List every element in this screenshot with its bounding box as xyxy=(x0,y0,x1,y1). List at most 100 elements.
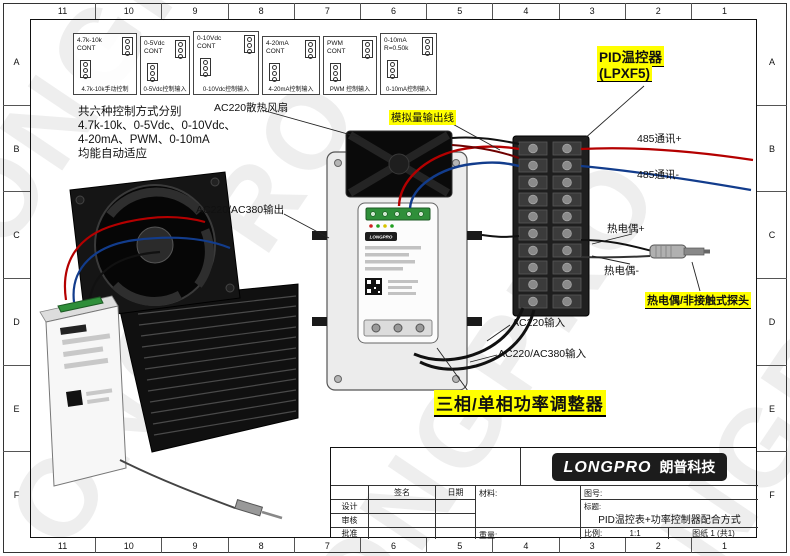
ruler-number: 10 xyxy=(96,538,163,553)
ruler-letter: E xyxy=(3,366,30,453)
control-method-caption: 0-5Vdc控制输入 xyxy=(143,87,187,93)
ruler-letter: D xyxy=(757,279,787,366)
terminal-connector-icon xyxy=(269,63,280,82)
ruler-number: 10 xyxy=(96,3,163,19)
terminal-connector-icon xyxy=(147,63,158,82)
weight-cell: 重量: xyxy=(476,528,581,540)
date-cell xyxy=(436,514,476,528)
ruler-number: 5 xyxy=(427,538,494,553)
title-block-empty-cell xyxy=(331,448,521,486)
ruler-letter: E xyxy=(757,366,787,453)
control-method-caption: 4.7k-10k手动控制 xyxy=(81,87,129,93)
ruler-number: 9 xyxy=(162,3,229,19)
ruler-number: 3 xyxy=(560,3,626,19)
sheet-cell: 图纸 1 (共1) xyxy=(692,529,735,538)
ruler-letter: B xyxy=(3,106,30,193)
title-cell: 标题: PID温控表+功率控制器配合方式 xyxy=(581,500,758,528)
ruler-letter: C xyxy=(757,192,787,280)
terminal-connector-icon xyxy=(122,37,133,56)
date-cell xyxy=(436,528,476,539)
label-probe: 热电偶/非接触式探头 xyxy=(645,292,752,309)
scale-value: 1:1 xyxy=(629,529,641,538)
ruler-letter: F xyxy=(13,490,20,501)
scale-label: 比例: xyxy=(584,529,603,538)
ruler-left: A B C D E F xyxy=(3,19,30,538)
date-header: 日期 xyxy=(436,486,476,500)
ruler-number: 3 xyxy=(560,538,626,553)
material-cell: 材料: xyxy=(476,486,581,528)
ruler-number: 11 xyxy=(30,538,97,553)
control-method-caption: 4-20mA控制输入 xyxy=(268,87,314,93)
label-rs485-plus: 485通讯+ xyxy=(637,133,682,145)
longpro-logo: LONGPRO 朗普科技 xyxy=(551,452,728,481)
control-method-caption: 0-10mA控制输入 xyxy=(385,87,431,93)
terminal-connector-icon xyxy=(200,58,211,77)
label-thermocouple-minus: 热电偶- xyxy=(604,265,639,277)
date-cell xyxy=(436,500,476,514)
note-line: 4.7k-10k、0-5Vdc、0-10Vdc、 xyxy=(78,120,236,132)
terminal-connector-icon xyxy=(80,60,91,79)
label-analog-output: 模拟量输出线 xyxy=(389,110,456,125)
control-methods-note: 共六种控制方式分别 4.7k-10k、0-5Vdc、0-10Vdc、 4-20m… xyxy=(78,105,236,161)
drawing-no-cell: 图号: xyxy=(581,486,758,500)
label-thermocouple-plus: 热电偶+ xyxy=(607,223,645,235)
ruler-number: 8 xyxy=(229,538,295,553)
ruler-letter: B xyxy=(757,106,787,193)
terminal-connector-icon xyxy=(330,63,341,82)
ruler-number: 2 xyxy=(626,538,692,553)
ruler-number: 7 xyxy=(295,3,361,19)
terminal-connector-icon xyxy=(362,40,373,59)
ruler-top: 11 10 9 8 7 6 5 4 3 2 1 xyxy=(30,3,757,19)
ruler-number: 9 xyxy=(162,538,229,553)
ruler-number: 1 xyxy=(721,540,727,551)
design-label: 设计 xyxy=(331,500,369,514)
ruler-number: 11 xyxy=(30,3,97,19)
sign-cell xyxy=(369,528,436,539)
terminal-connector-icon xyxy=(387,60,398,79)
title-label: 标题: xyxy=(584,502,602,511)
logo-cell: LONGPRO 朗普科技 xyxy=(521,448,758,486)
label-ac-input: AC220输入 xyxy=(512,317,566,329)
label-pid-controller: PID温控器 xyxy=(597,46,665,67)
ruler-letter: A xyxy=(3,19,30,106)
logo-text-cn: 朗普科技 xyxy=(659,458,716,475)
ruler-right: A B C D E F xyxy=(757,19,787,538)
ruler-number: 7 xyxy=(295,538,361,553)
terminal-connector-icon xyxy=(244,35,255,54)
sign-cell xyxy=(369,500,436,514)
terminal-connector-icon xyxy=(305,40,316,59)
note-line: 均能自动适应 xyxy=(78,148,147,160)
sign-header: 签名 xyxy=(369,486,436,500)
check-label: 审核 xyxy=(331,514,369,528)
ruler-number: 5 xyxy=(427,3,494,19)
ruler-bottom: 11 10 9 8 7 6 5 4 3 2 1 xyxy=(30,538,757,553)
approve-label: 批准 xyxy=(331,528,369,539)
title-block-empty-cell xyxy=(331,486,369,500)
label-pid-model: (LPXF5) xyxy=(597,66,653,82)
label-fan: AC220散热风扇 xyxy=(214,102,289,114)
scale-cell: 比例: 1:1 xyxy=(581,528,669,539)
ruler-number: 6 xyxy=(361,3,428,19)
note-line: 共六种控制方式分别 xyxy=(78,106,182,118)
ruler-letter: C xyxy=(3,192,30,280)
label-rs485-minus: 485通讯- xyxy=(637,169,680,181)
ruler-number: 4 xyxy=(493,3,560,19)
control-method-caption: PWM 控制输入 xyxy=(329,87,371,93)
drawing-title: PID温控表+功率控制器配合方式 xyxy=(598,515,741,526)
label-ac380-input: AC220/AC380输入 xyxy=(498,348,587,360)
label-power-regulator: 三相/单相功率调整器 xyxy=(434,390,606,417)
note-line: 4-20mA、PWM、0-10mA xyxy=(78,134,210,146)
control-method-caption: 0-10Vdc控制输入 xyxy=(202,87,250,93)
ruler-letter: D xyxy=(3,279,30,366)
